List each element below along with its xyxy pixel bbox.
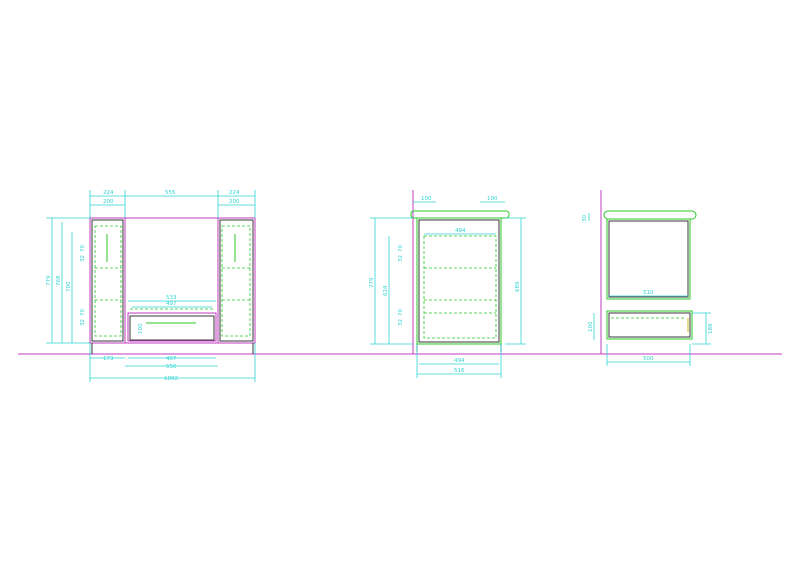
dim-top-center: 555 [165,190,176,196]
side-countertop [603,210,697,220]
side-view-b: 30 510 100 188 500 [582,190,714,366]
dim-b-bottom: 500 [643,356,654,362]
dim-a-height-total: 779 [369,277,375,288]
side-drawer [606,310,693,340]
countertop [410,210,510,219]
dim-a-height-inner: 624 [383,285,389,296]
svg-text:70: 70 [80,309,86,316]
front-view: 224 555 224 200 200 779 768 700 32 70 32… [46,190,256,382]
dim-top-left: 224 [103,190,114,196]
svg-text:32: 32 [398,319,404,326]
dim-sub-right: 200 [229,199,240,205]
dim-a-bottom-outer: 516 [454,368,465,374]
dim-b-top: 30 [582,215,588,222]
cabinet-body [416,217,502,345]
dim-a-top-right: 100 [487,196,498,202]
dim-drawer-inner: 497 [166,301,177,307]
dim-a-height-right: 689 [515,281,521,292]
dim-height-total: 779 [46,275,52,286]
center-drawer [127,312,217,342]
dim-top-right: 224 [229,190,240,196]
dim-b-drawer-height: 100 [588,321,594,332]
svg-text:70: 70 [398,309,404,316]
dim-b-right-height: 188 [708,323,714,334]
dim-height-body: 768 [56,275,62,286]
dim-bottom-total: 1002 [164,376,178,382]
dim-a-width: 494 [455,228,466,234]
right-tall-cabinet [217,217,256,344]
dim-a-bottom-inner: 494 [454,358,465,364]
svg-text:32: 32 [398,255,404,262]
svg-text:70: 70 [398,245,404,252]
dim-drawer-outer: 533 [166,295,177,301]
dim-b-inner-width: 510 [643,290,654,296]
dim-bottom-left: 173 [103,356,114,362]
svg-text:32: 32 [80,255,86,262]
dim-height-inner: 700 [66,281,72,292]
dim-drawer-height: 100 [138,323,144,334]
side-cabinet-body [606,218,691,300]
dim-bottom-center: 556 [166,364,177,370]
dim-a-top-left: 100 [421,196,432,202]
dim-sub-left: 200 [103,199,114,205]
side-view-a: 100 100 494 779 624 32 70 32 70 689 494 … [369,190,526,378]
svg-text:70: 70 [80,245,86,252]
dim-bottom-drawer: 497 [166,356,177,362]
svg-text:32: 32 [80,319,86,326]
center-mirror-frame [124,217,219,344]
